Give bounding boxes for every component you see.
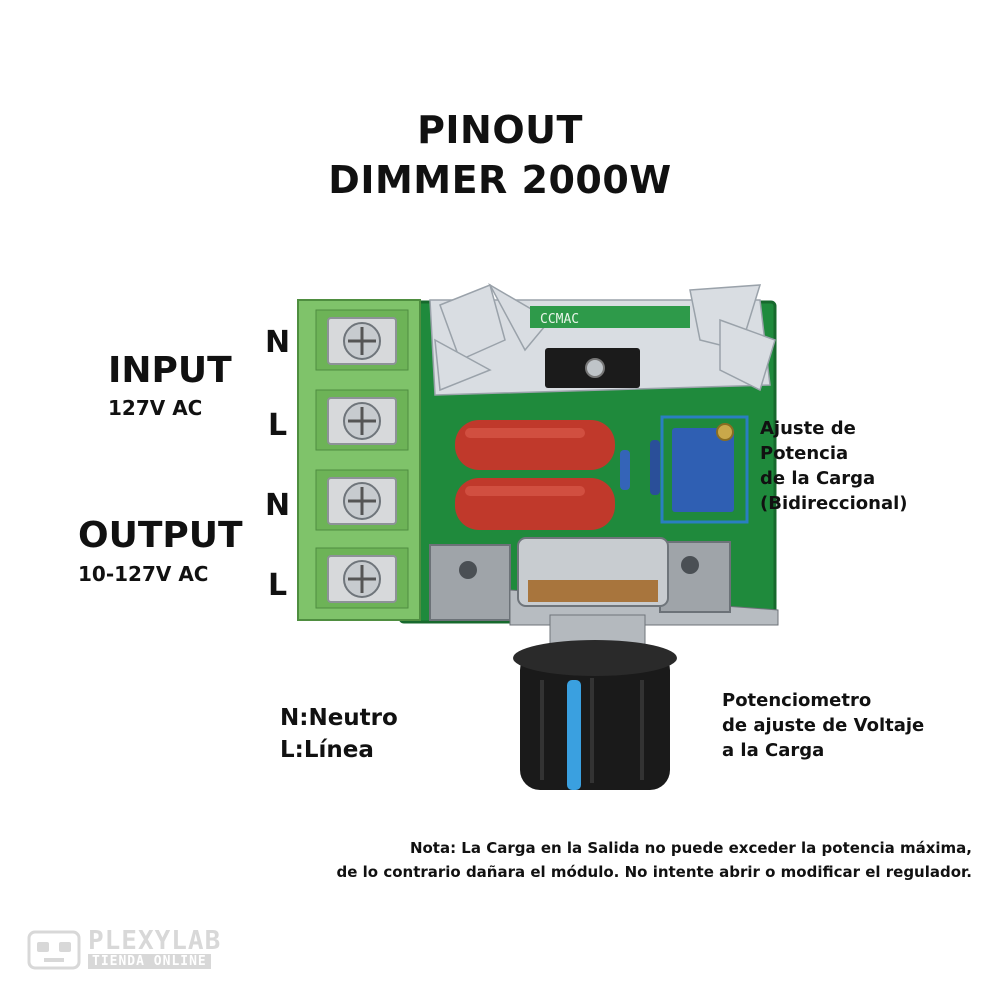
title-line-1: PINOUT [417, 108, 583, 152]
diode [620, 450, 630, 490]
watermark-brand: PLEXYLAB [88, 926, 222, 956]
output-label: OUTPUT [78, 515, 243, 556]
pot-callout-line-3: a la Carga [722, 740, 825, 761]
watermark-tagline: TIENDA ONLINE [88, 954, 211, 969]
dimmer-module-illustration: CCMAC [297, 283, 779, 790]
input-label: INPUT [108, 350, 232, 391]
input-voltage: 127V AC [108, 396, 203, 420]
plexylab-watermark: PLEXYLAB TIENDA ONLINE [26, 926, 256, 972]
pot-callout-line-2: de ajuste de Voltaje [722, 715, 925, 736]
pcb-marking-area [530, 306, 690, 328]
trimmer-callout-line-3: de la Carga [760, 468, 876, 489]
capacitor-bottom [455, 478, 615, 530]
trimmer-callout-line-2: Potencia [760, 443, 849, 464]
legend-line: L:Línea [280, 737, 374, 763]
trimmer-highlight [660, 415, 749, 524]
knob-indicator [567, 680, 581, 790]
terminal-1 [315, 309, 409, 371]
trimmer-callout-line-1: Ajuste de [760, 418, 856, 439]
legend-neutral: N:Neutro [280, 705, 398, 731]
terminal-4 [315, 547, 409, 609]
resistor [650, 440, 660, 495]
title-line-2: DIMMER 2000W [328, 158, 672, 202]
pin-label-n-input: N [265, 325, 291, 360]
terminal-block [297, 299, 421, 621]
warning-note-line-1: Nota: La Carga en la Salida no puede exc… [409, 839, 972, 857]
capacitor-top [455, 420, 615, 470]
robot-logo-icon [27, 930, 81, 970]
trimmer-callout-line-4: (Bidireccional) [760, 493, 908, 514]
pcb-marking: CCMAC [540, 312, 579, 327]
warning-note-line-2: de lo contrario dañara el módulo. No int… [336, 863, 972, 881]
trimmer-callout: Ajuste de Potencia de la Carga (Bidirecc… [760, 416, 908, 516]
warning-note: Nota: La Carga en la Salida no puede exc… [212, 836, 972, 884]
output-voltage: 10-127V AC [78, 562, 209, 586]
pin-label-l-input: L [268, 408, 288, 443]
potentiometer [513, 537, 677, 790]
pot-callout-line-1: Potenciometro [722, 690, 872, 711]
pin-legend: N:Neutro L:Línea [280, 702, 398, 766]
terminal-2 [315, 389, 409, 451]
trimmer-potentiometer [672, 428, 734, 512]
potentiometer-callout: Potenciometro de ajuste de Voltaje a la … [722, 688, 924, 763]
pin-label-n-output: N [265, 488, 291, 523]
potentiometer-knob [520, 650, 670, 790]
pin-label-l-output: L [268, 568, 288, 603]
terminal-3 [315, 469, 409, 531]
